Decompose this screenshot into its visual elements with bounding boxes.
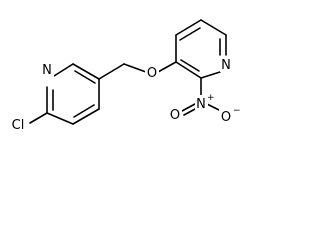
- nitro-oxygen-single: O: [221, 110, 231, 125]
- bond: [123, 63, 147, 73]
- atom-labels: Cl N O N N + O O −: [9, 56, 241, 133]
- positive-charge: +: [207, 93, 215, 103]
- bond: [29, 112, 48, 124]
- bond: [175, 61, 202, 79]
- negative-charge: −: [233, 106, 241, 116]
- bond: [183, 107, 198, 116]
- chlorine-atom: Cl: [12, 118, 25, 133]
- bond: [53, 63, 74, 77]
- structure-diagram: Cl N O N N + O O −: [9, 19, 241, 133]
- pyridine-nitrogen-right: N: [221, 58, 231, 73]
- bond: [179, 27, 201, 41]
- ether-oxygen: O: [147, 66, 157, 81]
- bond: [181, 103, 196, 112]
- bond: [46, 112, 74, 125]
- bond: [180, 59, 200, 72]
- pyridine-nitrogen-left: N: [42, 63, 52, 78]
- bonds: [29, 19, 227, 125]
- bond: [206, 103, 222, 112]
- nitro-nitrogen: N: [196, 97, 206, 112]
- bond: [200, 19, 227, 36]
- bond: [200, 71, 221, 79]
- bond: [175, 19, 202, 36]
- bond: [98, 63, 125, 80]
- bond: [74, 70, 96, 84]
- bond: [157, 61, 177, 73]
- bond: [72, 108, 100, 125]
- bond: [73, 104, 95, 118]
- nitro-oxygen-double: O: [170, 108, 180, 123]
- bond: [72, 63, 100, 80]
